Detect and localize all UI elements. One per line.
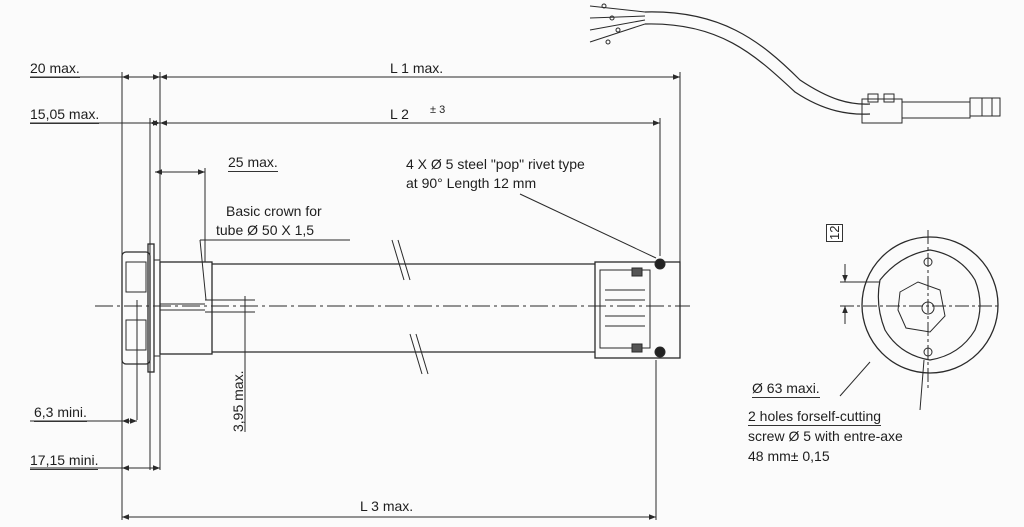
dim-20-max: 20 max. xyxy=(30,60,80,78)
dim-15-05-max: 15,05 max. xyxy=(30,106,100,124)
holes-note-line2: screw Ø 5 with entre-axe xyxy=(748,428,903,444)
rivet-note-line1: 4 X Ø 5 steel "pop" rivet type xyxy=(406,156,585,172)
dim-6-3-mini: 6,3 mini. xyxy=(34,404,87,422)
dim-l1: L 1 max. xyxy=(390,60,444,76)
holes-note-line1: 2 holes forself-cutting xyxy=(748,408,882,426)
holes-note-line3: 48 mm± 0,15 xyxy=(748,448,830,464)
motor-head xyxy=(519,193,681,359)
dim-12: 12 xyxy=(826,223,843,242)
cable-wires xyxy=(589,3,646,45)
end-view xyxy=(839,230,1000,411)
dim-25-max: 25 max. xyxy=(228,154,278,172)
cable xyxy=(644,11,871,105)
rivet-note-line2: at 90° Length 12 mm xyxy=(406,175,537,191)
dim-l3: L 3 max. xyxy=(360,498,414,514)
plug-connector xyxy=(861,93,1001,124)
end-cap xyxy=(121,243,161,373)
dim-l2: L 2 xyxy=(390,106,409,122)
dim-17-15-mini: 17,15 mini. xyxy=(30,452,99,470)
dim-l2-tolerance: ± 3 xyxy=(430,104,446,116)
dim-3-95-max: 3,95 max. xyxy=(230,370,246,432)
crown-note-line2: tube Ø 50 X 1,5 xyxy=(216,222,315,238)
crown-note-line1: Basic crown for xyxy=(226,203,322,219)
dim-diameter-63: Ø 63 maxi. xyxy=(752,380,820,398)
motor-tube xyxy=(212,239,595,375)
crown xyxy=(159,239,350,355)
